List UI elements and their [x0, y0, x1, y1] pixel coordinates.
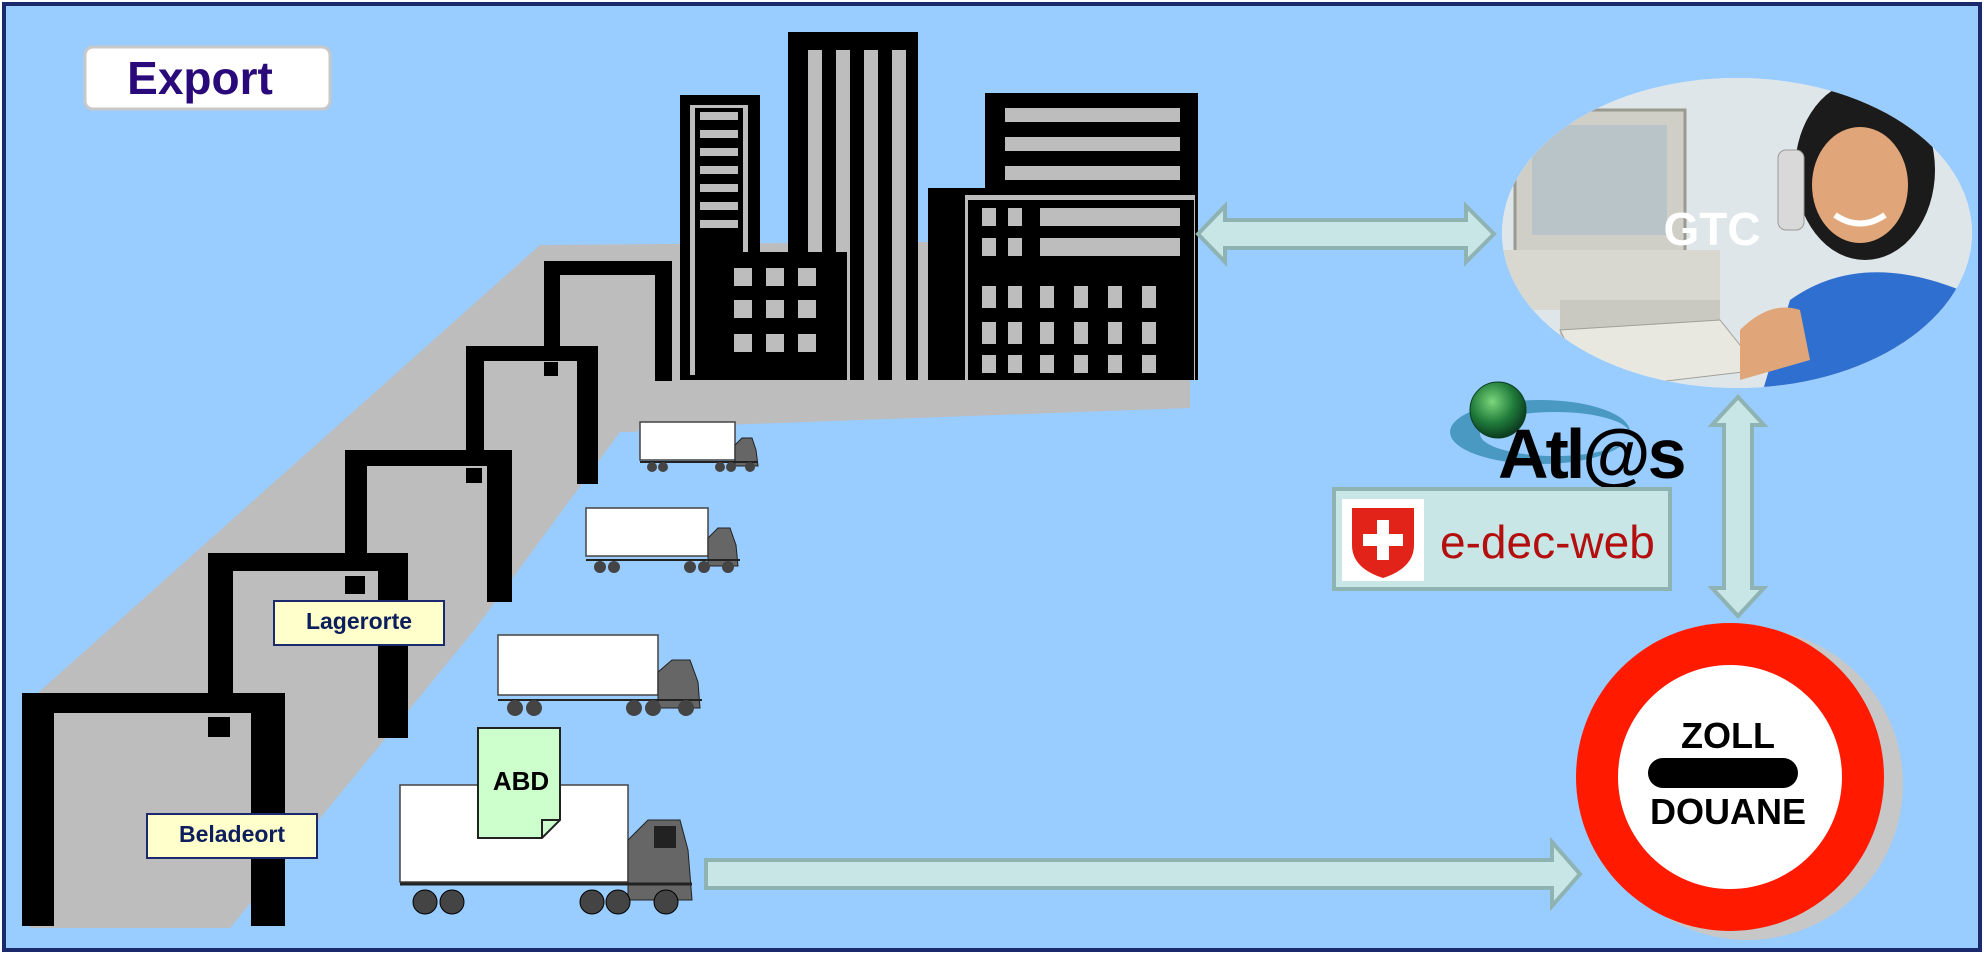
beladeort-label-box: Beladeort — [147, 814, 317, 858]
beladeort-label: Beladeort — [179, 821, 285, 847]
customs-bottom-label: DOUANE — [1650, 791, 1806, 832]
customs-top-label: ZOLL — [1681, 715, 1775, 756]
page-title: Export — [127, 52, 273, 104]
document-label: ABD — [493, 766, 549, 796]
title-badge: Export — [85, 47, 330, 109]
edec-box: e-dec-web — [1334, 489, 1670, 589]
document-icon: ABD — [478, 728, 560, 838]
gtc-label: GTC — [1663, 203, 1760, 255]
lagerorte-label: Lagerorte — [306, 608, 412, 634]
lagerorte-label-box: Lagerorte — [274, 601, 444, 645]
atlas-label: Atl@s — [1498, 415, 1685, 493]
edec-label: e-dec-web — [1440, 516, 1655, 568]
